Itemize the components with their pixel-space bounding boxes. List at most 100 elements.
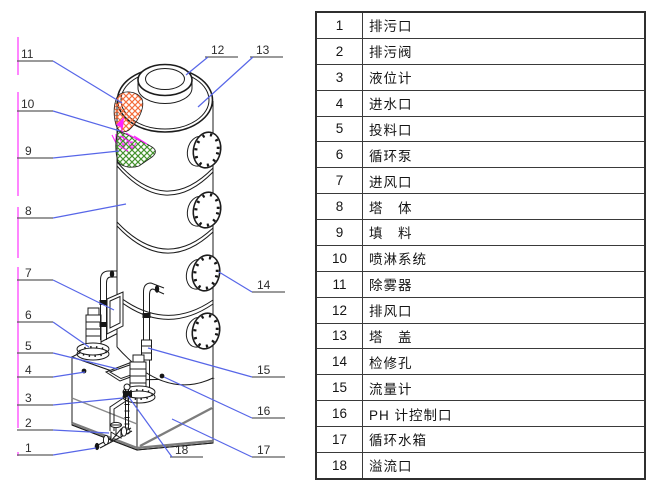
scrubber-tower-diagram: 11 10 9 8 7 6 5 xyxy=(17,37,285,458)
valve-flange xyxy=(120,426,128,437)
callout-number-16: 16 xyxy=(257,404,271,418)
callout-number-13: 13 xyxy=(256,43,270,57)
legend-no: 8 xyxy=(315,193,363,221)
air-inlet-frame xyxy=(106,291,124,335)
pipe-clamp xyxy=(142,313,151,318)
callout-4: 4 xyxy=(17,363,86,378)
pipe-flange xyxy=(109,270,115,278)
callout-number-15: 15 xyxy=(257,363,271,377)
exhaust-outlet-collar xyxy=(137,63,193,104)
tank-bottom-edge xyxy=(71,424,214,451)
pump-body xyxy=(85,314,102,347)
inspection-port-1 xyxy=(186,131,222,169)
callout-15: 15 xyxy=(147,347,285,378)
ph-control-port xyxy=(159,373,165,379)
callout-1: 1 xyxy=(17,441,97,456)
legend-label: 除雾器 xyxy=(362,270,646,298)
legend-label: 排风口 xyxy=(362,296,646,324)
callout-number-7: 7 xyxy=(25,266,32,280)
legend-no: 2 xyxy=(315,37,363,65)
legend-label: 进水口 xyxy=(362,89,646,117)
inspection-port-2 xyxy=(186,191,222,229)
legend-no: 18 xyxy=(315,451,363,480)
legend-label: PH 计控制口 xyxy=(362,400,646,428)
legend-label: 检修孔 xyxy=(362,348,646,376)
callout-13: 13 xyxy=(197,43,283,108)
legend-label: 排污口 xyxy=(362,11,646,39)
callout-14: 14 xyxy=(218,271,285,293)
pipe-clamp xyxy=(99,300,108,305)
legend-no: 3 xyxy=(315,63,363,91)
callout-number-1: 1 xyxy=(25,441,32,455)
leader-line-17 xyxy=(171,418,253,458)
callout-number-12: 12 xyxy=(211,43,225,57)
callout-number-18: 18 xyxy=(175,443,189,457)
pipe-flange xyxy=(154,285,160,293)
callout-7: 7 xyxy=(17,266,115,311)
tower-seams xyxy=(116,161,214,320)
callout-number-6: 6 xyxy=(25,308,32,322)
callout-number-9: 9 xyxy=(25,144,32,158)
legend-no: 11 xyxy=(315,270,363,298)
callout-2: 2 xyxy=(17,416,110,434)
overflow-port xyxy=(123,391,132,397)
callout-16: 16 xyxy=(163,376,285,419)
tower-body xyxy=(111,63,222,386)
callout-6: 6 xyxy=(17,308,90,348)
circulation-pump-2 xyxy=(122,354,156,404)
callout-9: 9 xyxy=(17,144,120,159)
leader-line-5 xyxy=(52,352,119,370)
pump-pipe-2 xyxy=(141,282,165,388)
leader-line-10 xyxy=(52,110,121,132)
legend-no: 6 xyxy=(315,141,363,169)
leader-line-18 xyxy=(127,395,173,458)
leader-line-3 xyxy=(52,397,124,406)
leader-line-2 xyxy=(52,429,110,434)
callout-number-5: 5 xyxy=(25,339,32,353)
legend-label: 溢流口 xyxy=(362,451,646,480)
packing-spray-hatch xyxy=(118,132,148,152)
legend-label: 塔 盖 xyxy=(362,322,646,350)
callout-number-8: 8 xyxy=(25,204,32,218)
legend-no: 12 xyxy=(315,296,363,324)
pump-pipe-1 xyxy=(99,270,117,340)
leader-line-9 xyxy=(52,150,120,159)
leader-line-4 xyxy=(52,371,86,378)
legend-label: 塔 体 xyxy=(362,193,646,221)
callout-number-14: 14 xyxy=(257,278,271,292)
legend-no: 9 xyxy=(315,219,363,246)
legend-label: 进风口 xyxy=(362,167,646,195)
callout-number-3: 3 xyxy=(25,391,32,405)
callout-number-2: 2 xyxy=(25,416,32,430)
legend-label: 填 料 xyxy=(362,219,646,246)
legend-no: 7 xyxy=(315,167,363,195)
callout-10: 10 xyxy=(17,97,121,132)
legend-no: 14 xyxy=(315,348,363,376)
callout-11: 11 xyxy=(17,47,123,104)
legend-no: 5 xyxy=(315,115,363,143)
leader-line-12 xyxy=(185,56,209,76)
leader-line-1 xyxy=(52,447,97,456)
leader-line-13 xyxy=(197,56,254,108)
callout-number-4: 4 xyxy=(25,363,32,377)
callout-3: 3 xyxy=(17,391,124,406)
leader-line-15 xyxy=(147,347,253,378)
callout-8: 8 xyxy=(17,203,127,219)
